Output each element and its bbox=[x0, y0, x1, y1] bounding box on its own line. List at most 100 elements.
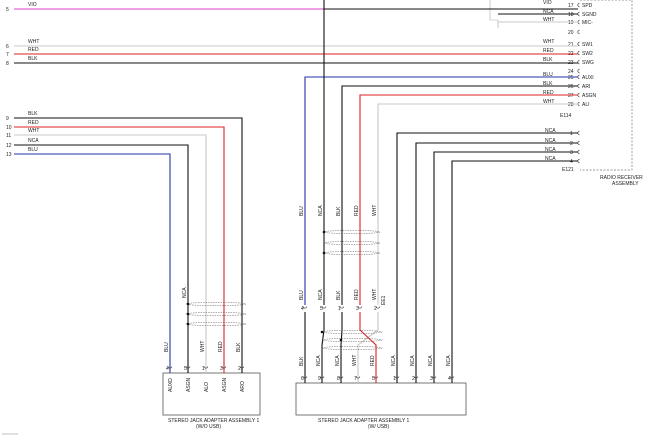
radio-pin-name-26: ARI bbox=[582, 84, 590, 90]
wire-label-blk-swg: BLK bbox=[28, 56, 38, 62]
radio-pin-name-22: SW2 bbox=[582, 51, 593, 57]
jack-wo-usb-shield-dot-1 bbox=[186, 312, 190, 316]
left-edge-pin-7: 7 bbox=[6, 52, 9, 58]
jack-wo-usb-shield-1 bbox=[185, 312, 247, 316]
jack-wo-usb-pin-4: 4 bbox=[166, 366, 169, 372]
left-edge-pin-5: 5 bbox=[6, 7, 9, 13]
jack-wo-usb-pin-mark-3 bbox=[221, 366, 227, 369]
radio-pin-mark-20 bbox=[577, 29, 580, 35]
jack-wo-usb-pin-3: 3 bbox=[220, 366, 223, 372]
jack-wo-usb-title: STEREO JACK ADAPTER ASSEMBLY 1 bbox=[168, 418, 259, 424]
radio-e121-pin-3: 3 bbox=[570, 150, 573, 156]
wire-w-usb-top-wht-4 bbox=[377, 103, 578, 305]
jack-w-usb-mid-pin-mark-1 bbox=[339, 306, 345, 309]
wire-w-usb-top-blk-2 bbox=[341, 85, 578, 305]
jack-w-usb-bottom-pin-2-6: 2 bbox=[412, 376, 415, 382]
radio-pin-mark-26 bbox=[577, 83, 580, 89]
jack-w-usb-top-label-1: NCA bbox=[318, 205, 324, 216]
left-edge-pin-12: 12 bbox=[6, 143, 12, 149]
radio-e121-pin-mark-2 bbox=[577, 140, 580, 146]
radio-receiver-title: RADIO RECEIVER bbox=[600, 175, 643, 181]
jack-w-usb-bottom-label-4: RED bbox=[370, 355, 376, 366]
radio-pin-17: 17 bbox=[568, 3, 574, 9]
radio-top-bracket bbox=[489, 0, 499, 28]
radio-pin-name-17: SPD bbox=[582, 3, 593, 9]
jack-w-usb-mid-pin-2: 2 bbox=[374, 306, 377, 312]
jack-w-usb-top-label-3: RED bbox=[354, 205, 360, 216]
jack-w-usb-bottom-pin-mark-4-8 bbox=[449, 376, 455, 379]
wire-label-nca-asgn: NCA bbox=[28, 138, 39, 144]
radio-wire-label-28: WHT bbox=[543, 99, 554, 105]
jack-w-usb-bottom-pin-6-0: 6 bbox=[301, 376, 304, 382]
jack-w-usb-bottom-label-1: NCA bbox=[316, 355, 322, 366]
radio-pin-27: 27 bbox=[568, 93, 574, 99]
jack-w-usb-bottom-label-8: NCA bbox=[446, 355, 452, 366]
radio-pin-name-27: ASGN bbox=[582, 93, 597, 99]
wire-label-blu-auxd: BLU bbox=[28, 147, 38, 153]
jack-w-usb-subtitle: (W/ USB) bbox=[368, 424, 389, 430]
wire-e121-nca-2 bbox=[415, 142, 578, 383]
jack-w-usb-bottom-pin-mark-2-6 bbox=[413, 376, 419, 379]
jack-w-usb-bottom-pin-mark-1-5 bbox=[394, 376, 400, 379]
jack-w-usb-mid-pin-mark-5 bbox=[321, 306, 327, 309]
jack-w-usb-mid-label-0: BLU bbox=[299, 290, 305, 300]
wire-w-usb-top-blu-0 bbox=[304, 76, 578, 305]
radio-wire-label-25: BLU bbox=[543, 72, 553, 78]
radio-pin-mark-23 bbox=[577, 59, 580, 65]
jack-wo-usb-pin-name-3: ASGN bbox=[222, 377, 228, 392]
jack-w-usb-title: STEREO JACK ADAPTER ASSEMBLY 1 bbox=[318, 418, 409, 424]
jack-wo-usb-pin-mark-1 bbox=[203, 366, 209, 369]
wire-w-usb-lower-4 bbox=[359, 312, 377, 383]
radio-e121-pin-mark-3 bbox=[577, 149, 580, 155]
radio-wire-label-19: WHT bbox=[543, 17, 554, 23]
jack-w-usb-bottom-pin-4-8: 4 bbox=[448, 376, 451, 382]
wire-wht-mic bbox=[497, 21, 578, 28]
jack-wo-usb-pin-name-1: ALO bbox=[204, 382, 210, 392]
wire-wo-usb-asgn-1 bbox=[14, 144, 189, 373]
radio-pin-21: 21 bbox=[568, 42, 574, 48]
connector-e114: E114 bbox=[560, 113, 572, 119]
radio-pin-mark-27 bbox=[577, 92, 580, 98]
radio-pin-name-28: ALI bbox=[582, 102, 590, 108]
jack-w-usb-bottom-pin-9-1: 9 bbox=[318, 376, 321, 382]
jack-w-usb-mid-pin-mark-4 bbox=[302, 306, 308, 309]
jack-w-usb-bottom-label-3: WHT bbox=[352, 355, 358, 366]
radio-pin-26: 26 bbox=[568, 84, 574, 90]
jack-w-usb-mid-pin-4: 4 bbox=[301, 306, 304, 312]
wire-label-wht-alo: WHT bbox=[28, 128, 39, 134]
jack-wo-usb-shield-dot-0 bbox=[186, 302, 190, 306]
radio-e121-wire-label-4: NCA bbox=[545, 156, 556, 162]
wire-label-vio: VIO bbox=[28, 2, 37, 8]
jack-w-usb-bottom-pin-7-3: 7 bbox=[354, 376, 357, 382]
wire-label-red-sw2: RED bbox=[28, 47, 39, 53]
radio-pin-28: 28 bbox=[568, 102, 574, 108]
wire-label-red-asgn: RED bbox=[28, 120, 39, 126]
wire-wo-usb-aro-4 bbox=[14, 117, 243, 373]
jack-wo-usb-wire-red: RED bbox=[218, 341, 224, 352]
jack-w-usb-upper-shield-2 bbox=[323, 251, 381, 255]
wire-w-usb-lower-3 bbox=[357, 312, 379, 383]
jack-wo-usb-pin-mark-2 bbox=[239, 366, 245, 369]
radio-pin-name-19: MIC- bbox=[582, 20, 593, 26]
wire-e121-nca-3 bbox=[433, 151, 578, 383]
radio-pin-mark-17 bbox=[577, 2, 580, 8]
radio-pin-25: 25 bbox=[568, 75, 574, 81]
radio-e121-pin-1: 1 bbox=[570, 131, 573, 137]
radio-pin-name-18: SGND bbox=[582, 12, 597, 18]
jack-w-usb-bottom-pin-5-4: 5 bbox=[372, 376, 375, 382]
radio-pin-20: 20 bbox=[568, 30, 574, 36]
jack-wo-usb-pin-5: 5 bbox=[184, 366, 187, 372]
jack-wo-usb-pin-2: 2 bbox=[238, 366, 241, 372]
jack-w-usb-upper-shield-0 bbox=[323, 230, 381, 234]
jack-w-usb-mid-label-3: RED bbox=[354, 289, 360, 300]
jack-wo-usb-wire-blk: BLK bbox=[236, 342, 242, 352]
wire-wo-usb-alo-2 bbox=[14, 134, 207, 373]
jack-wo-usb-pin-name-5: ASGN bbox=[186, 377, 192, 392]
radio-pin-mark-24 bbox=[577, 68, 580, 74]
wire-label-blk-aro: BLK bbox=[28, 111, 38, 117]
radio-wire-label-26: BLK bbox=[543, 81, 553, 87]
jack-w-usb-upper-shield-1 bbox=[323, 241, 381, 245]
jack-w-usb-upper-dot-1 bbox=[322, 251, 326, 255]
jack-w-usb-box bbox=[295, 382, 467, 416]
jack-wo-usb-pin-1: 1 bbox=[202, 366, 205, 372]
